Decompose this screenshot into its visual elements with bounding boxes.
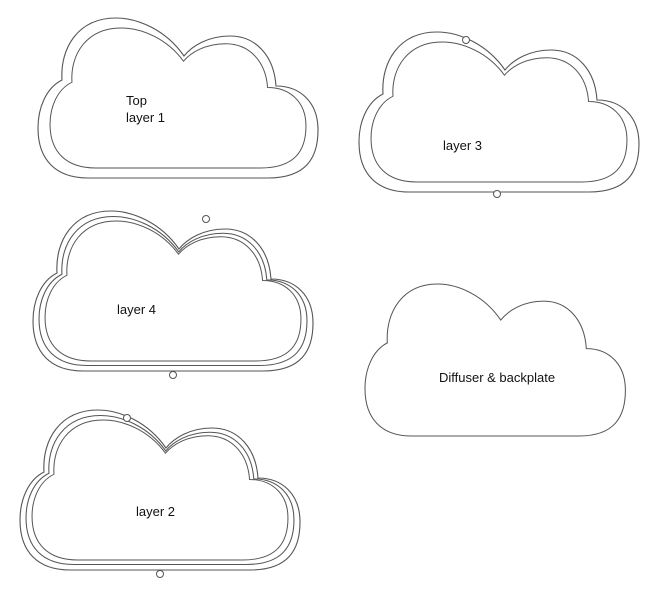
mounting-hole-icon: [493, 190, 501, 198]
cloud-middle-outline: [38, 215, 308, 367]
mounting-hole-icon: [202, 215, 210, 223]
piece-label: layer 4: [117, 302, 156, 317]
mounting-hole-icon: [156, 570, 164, 578]
piece-label-line-1: Top: [126, 93, 147, 108]
piece-label-line-2: layer 1: [126, 110, 165, 125]
cloud-piece-diffuser-backplate: Diffuser & backplate: [364, 283, 626, 437]
mounting-hole-icon: [169, 371, 177, 379]
cloud-piece-layer-4: layer 4: [32, 210, 314, 379]
cloud-outer-outline: [32, 210, 314, 372]
cloud-outer-outline: [364, 283, 626, 437]
piece-label: Diffuser & backplate: [439, 370, 555, 385]
cloud-outer-outline: [37, 17, 319, 179]
cloud-outer-outline: [358, 31, 640, 193]
cloud-outer-outline: [19, 409, 301, 571]
cloud-piece-layer-3: layer 3: [358, 31, 640, 198]
cloud-piece-top-layer-1: Top layer 1: [37, 17, 319, 179]
mounting-hole-icon: [462, 36, 470, 44]
piece-label: layer 3: [443, 138, 482, 153]
piece-label: layer 2: [136, 504, 175, 519]
cloud-middle-outline: [25, 414, 295, 566]
cloud-piece-layer-2: layer 2: [19, 409, 301, 578]
mounting-hole-icon: [123, 414, 131, 422]
